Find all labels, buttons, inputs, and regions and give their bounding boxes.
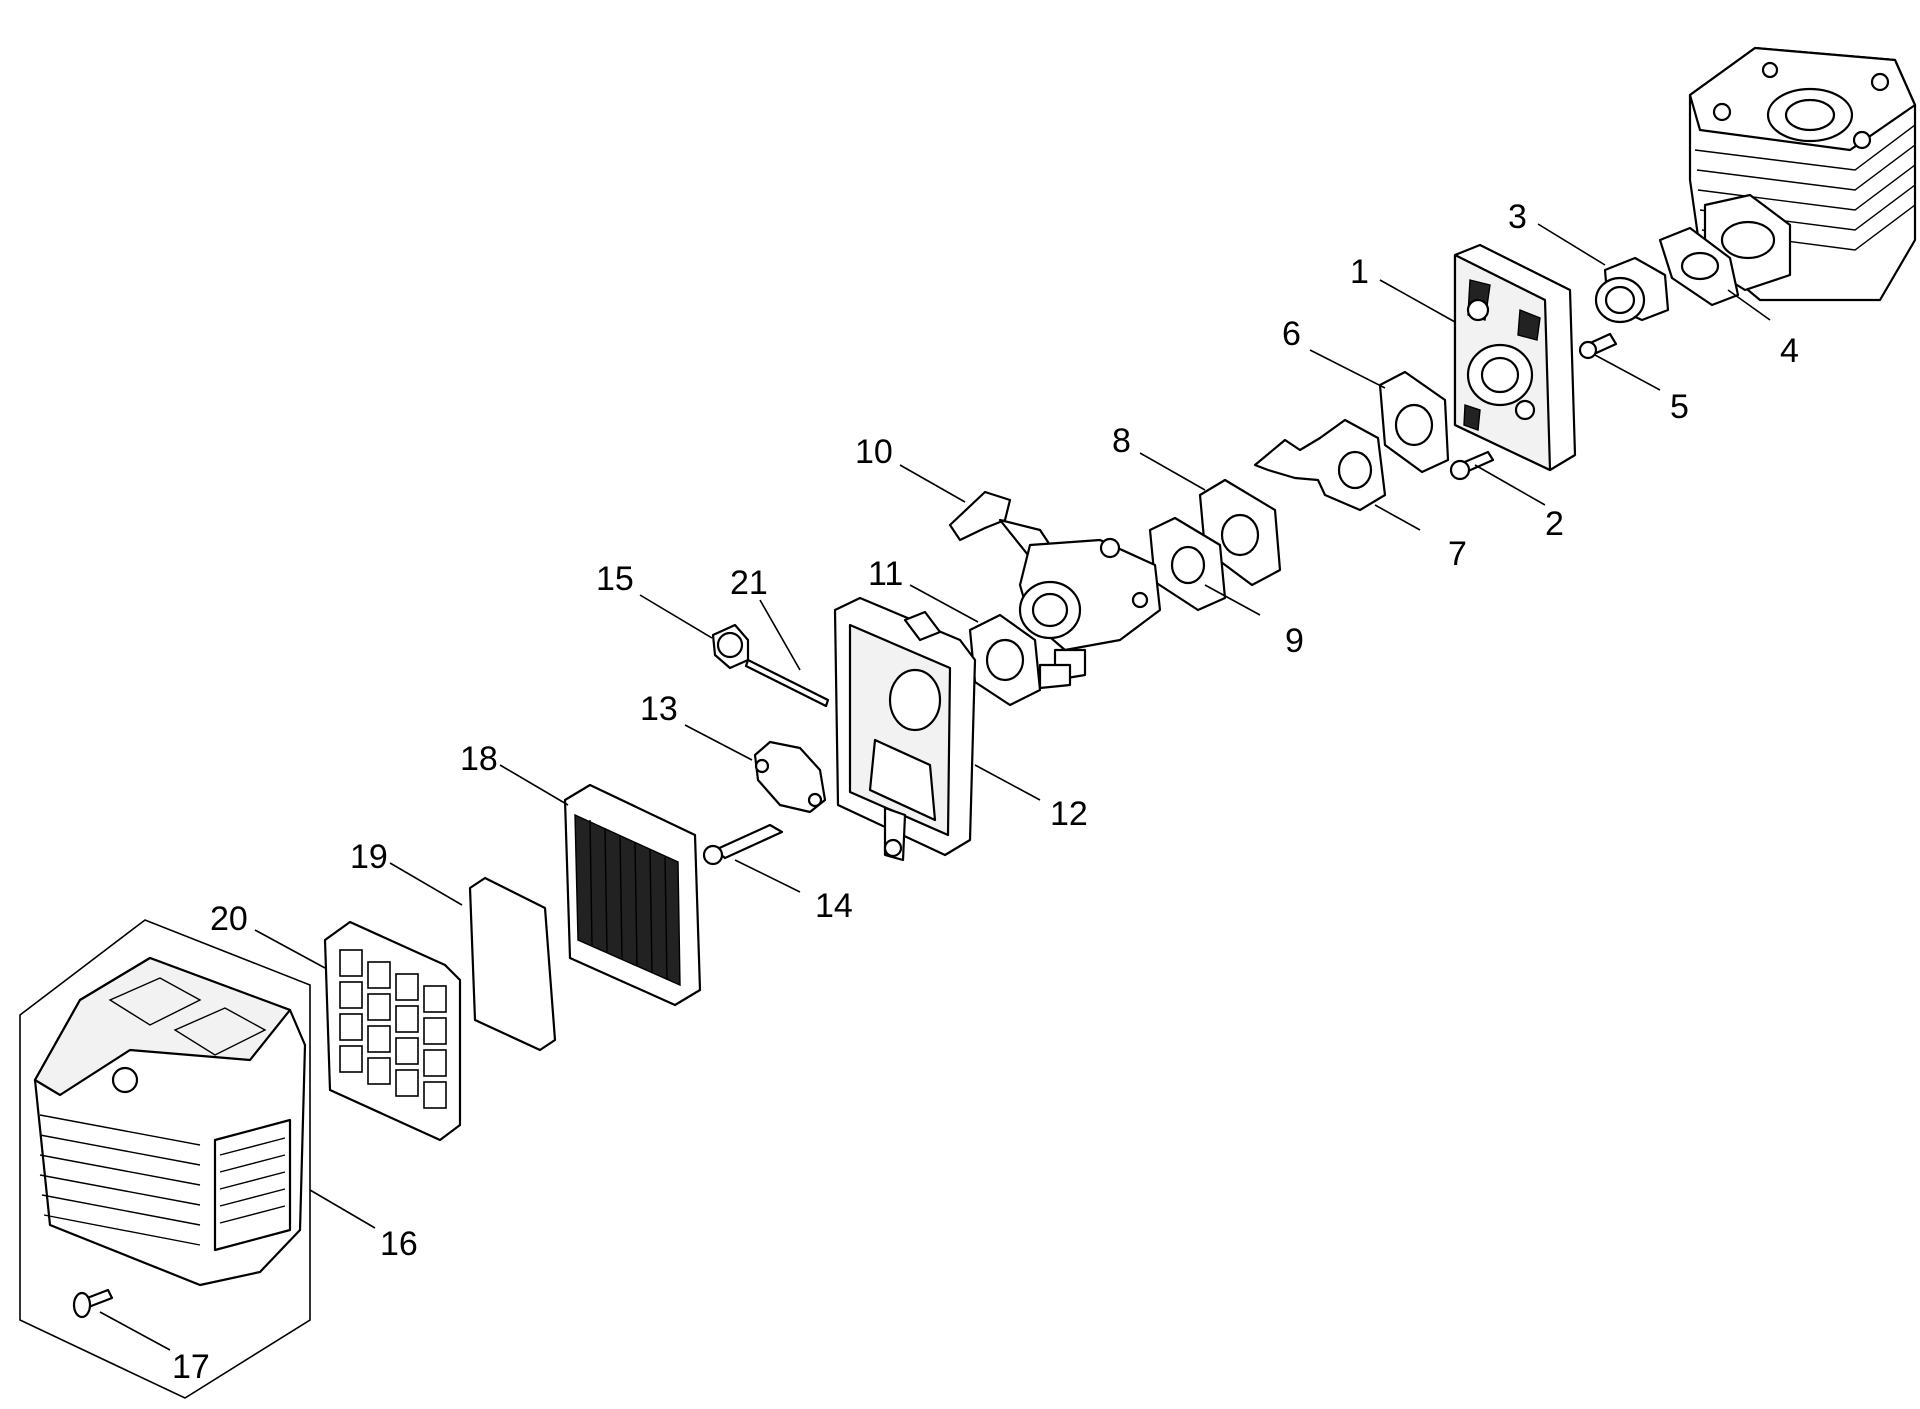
callout-labels: 1 2 3 4 5 6 7 8 9 10 11 12 13 14 15 16 1… — [172, 198, 1799, 1386]
leader-line-15 — [639, 594, 713, 639]
callout-9: 9 — [1285, 622, 1304, 660]
leader-lines — [99, 223, 1771, 1351]
gasket-4-part — [1658, 226, 1740, 307]
callout-20: 20 — [210, 900, 248, 938]
callout-7: 7 — [1448, 535, 1467, 573]
callout-15: 15 — [596, 560, 634, 598]
callout-10: 10 — [855, 433, 893, 471]
leader-line-13 — [684, 724, 753, 761]
leader-line-6 — [1309, 349, 1386, 389]
leader-line-3 — [1537, 223, 1606, 266]
callout-16: 16 — [380, 1225, 418, 1263]
pre-filter-19-part — [468, 876, 557, 1052]
callout-8: 8 — [1112, 422, 1131, 460]
leader-line-9 — [1204, 584, 1261, 616]
leader-line-18 — [499, 764, 569, 806]
screw-2-part — [1449, 450, 1495, 481]
leader-line-4 — [1727, 289, 1771, 321]
leader-line-1 — [1379, 279, 1456, 323]
gasket-9-part — [1148, 516, 1227, 612]
cylinder-part — [1688, 46, 1917, 302]
carburetor-10-part — [948, 490, 1162, 690]
plate-7-part — [1253, 418, 1387, 512]
callout-5: 5 — [1670, 388, 1689, 426]
callout-4: 4 — [1780, 332, 1799, 370]
pleated-filter-18-part — [563, 783, 702, 1007]
callout-12: 12 — [1050, 795, 1088, 833]
callout-2: 2 — [1545, 505, 1564, 543]
leader-line-12 — [974, 764, 1041, 801]
callout-19: 19 — [350, 838, 388, 876]
leader-line-16 — [309, 1189, 376, 1229]
leader-line-2 — [1474, 464, 1546, 506]
leader-line-7 — [1374, 504, 1421, 531]
grille-cover-20-part — [323, 920, 462, 1142]
leader-line-8 — [1139, 452, 1206, 491]
rod-21-part — [744, 658, 830, 708]
callout-11: 11 — [868, 555, 903, 593]
callout-18: 18 — [460, 740, 498, 778]
leader-line-14 — [734, 859, 801, 893]
screw-5-part — [1578, 332, 1618, 360]
callout-1: 1 — [1350, 253, 1369, 291]
callout-6: 6 — [1282, 315, 1301, 353]
callout-3: 3 — [1508, 198, 1527, 236]
cover-plate-13-part — [753, 740, 827, 814]
callout-14: 14 — [815, 887, 853, 925]
spacer-block-1-part — [1453, 243, 1577, 472]
callout-13: 13 — [640, 690, 678, 728]
housing-frame-16 — [19, 919, 311, 1399]
callout-21: 21 — [730, 564, 768, 602]
primer-15-part — [711, 623, 750, 670]
leader-line-11 — [909, 584, 979, 623]
callout-17: 17 — [172, 1348, 210, 1386]
intake-flange-3-part — [1594, 256, 1670, 324]
bolt-14-part — [702, 823, 784, 866]
gasket-6-part — [1378, 370, 1450, 474]
leader-line-21 — [759, 599, 801, 671]
screw-17-part — [72, 1288, 114, 1319]
leader-line-5 — [1594, 354, 1661, 391]
air-filter-housing-16-part — [33, 956, 307, 1287]
filter-base-12-part — [833, 596, 977, 862]
leader-line-19 — [389, 862, 463, 906]
leader-line-10 — [899, 464, 966, 503]
gasket-11-part — [968, 613, 1042, 707]
leader-line-17 — [99, 1311, 171, 1351]
leader-line-20 — [254, 929, 326, 969]
